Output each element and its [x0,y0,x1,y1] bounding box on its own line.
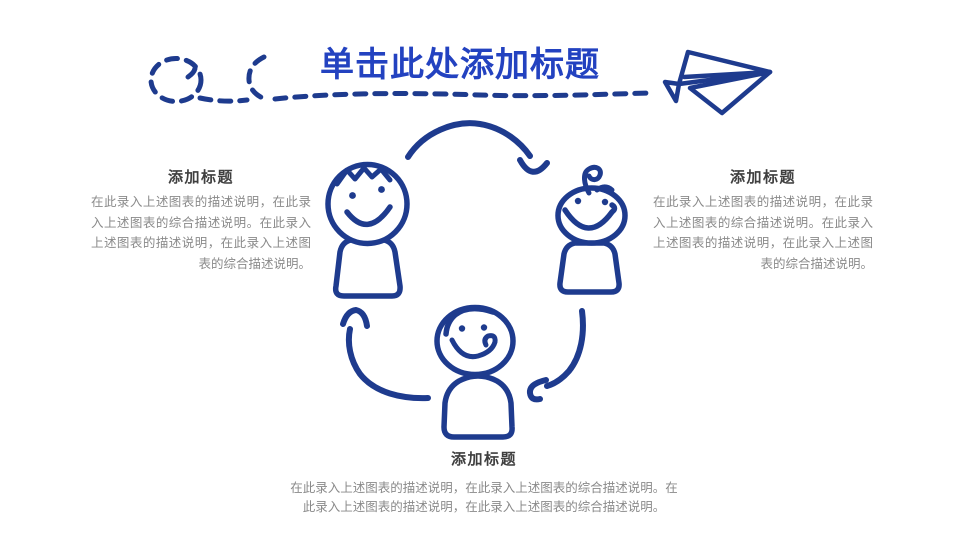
child-figure-left-icon [325,161,410,299]
eye [574,197,582,205]
hair-strand [594,184,615,193]
eye [458,325,466,332]
eye [480,324,488,331]
cycle-arrow-left [340,307,431,402]
cycle-diagram [325,120,628,440]
paper-plane-icon [662,49,773,116]
text-block-bottom[interactable]: 添加标题 在此录入上述图表的描述说明，在此录入上述图表的综合描述说明。在此录入上… [286,451,682,517]
text-block-left[interactable]: 添加标题 在此录入上述图表的描述说明，在此录入上述图表的综合描述说明。在此录入上… [91,169,311,274]
eye [349,192,356,199]
hair-bangs [443,305,496,337]
smile [562,202,618,231]
block-heading: 添加标题 [729,169,796,186]
cycle-arrow-right [526,308,586,403]
block-body: 在此录入上述图表的描述说明，在此录入上述图表的综合描述说明。在此录入上述图表的描… [290,481,678,514]
text-block-right[interactable]: 添加标题 在此录入上述图表的描述说明，在此录入上述图表的综合描述说明。在此录入上… [653,169,873,274]
flight-path-doodle-icon [148,54,653,104]
eye [601,198,609,206]
smile [449,333,498,360]
block-heading: 添加标题 [450,451,517,468]
block-body: 在此录入上述图表的描述说明，在此录入上述图表的综合描述说明。在此录入上述图表的描… [653,195,873,271]
arrowhead-icon [340,307,370,329]
child-figure-right-icon [555,164,628,295]
eye [378,186,385,193]
arrowhead-icon [526,377,549,403]
hair-curl [582,164,603,196]
block-body: 在此录入上述图表的描述说明，在此录入上述图表的综合描述说明。在此录入上述图表的描… [91,195,311,271]
arrowhead-icon [517,157,550,175]
hair-fringe [334,165,393,187]
cycle-arrow-top [405,120,550,175]
title-placeholder[interactable]: 单击此处添加标题 [320,46,600,84]
child-figure-bottom-icon [434,304,516,440]
block-heading: 添加标题 [167,169,234,186]
smile [344,204,393,227]
